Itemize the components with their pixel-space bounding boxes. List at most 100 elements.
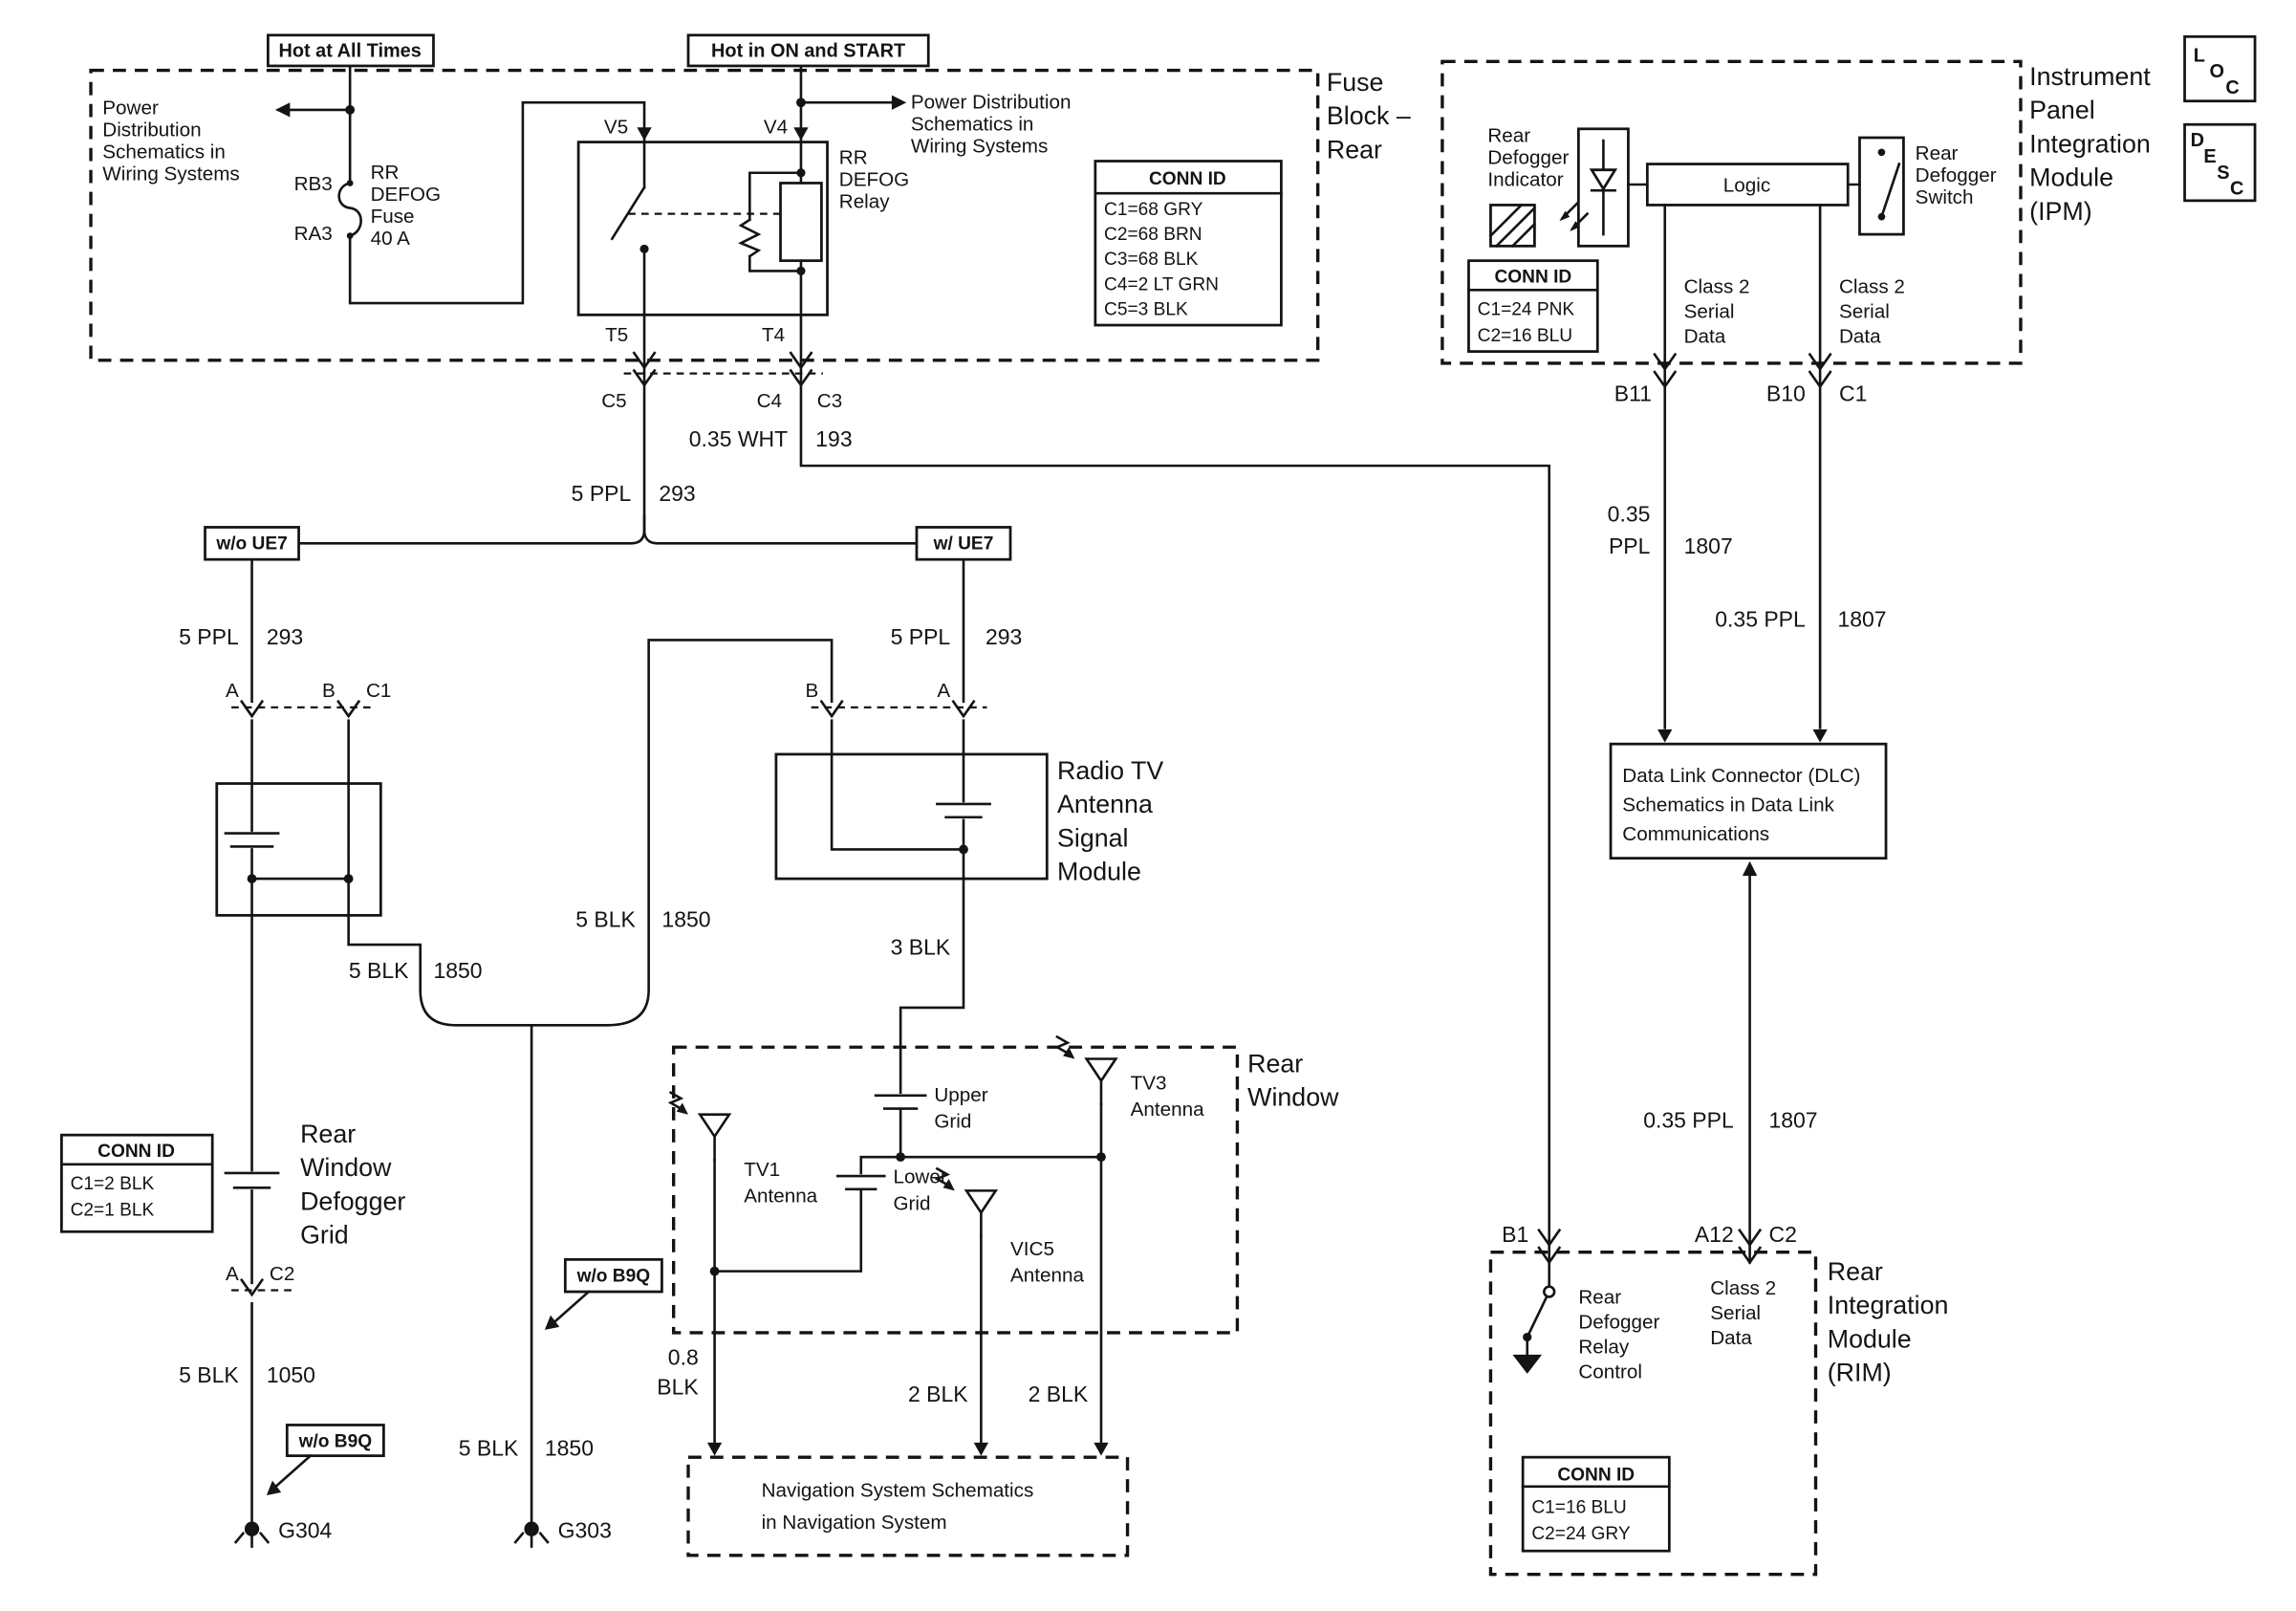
connector-c1: C1	[366, 680, 391, 702]
relay-internal-wires	[610, 141, 803, 316]
ipm-title-line: (IPM)	[2029, 197, 2092, 226]
power-dist-left-line: Distribution	[102, 119, 201, 141]
fuse-label-line: Fuse	[371, 206, 415, 228]
wire-circuit-1850: 1850	[661, 907, 710, 932]
serial-data-wires	[1602, 139, 1861, 1264]
power-dist-left-line: Power	[102, 97, 159, 119]
ipm-title-line: Panel	[2029, 96, 2095, 124]
wo-b9q-box-1	[285, 1424, 385, 1458]
wire-label-08: 0.8	[668, 1345, 699, 1370]
pin-b1: B1	[1502, 1222, 1528, 1247]
connector-c2: C2	[270, 1263, 294, 1285]
fuse-label-line: 40 A	[371, 228, 411, 250]
rim-title-line: Module	[1828, 1324, 1912, 1353]
class2-label-line: Data	[1710, 1327, 1752, 1349]
tv1-label-line: Antenna	[744, 1186, 817, 1208]
desc-letter: D	[2191, 130, 2204, 151]
pin-b10: B10	[1766, 381, 1806, 406]
terminal-t4: T4	[762, 324, 785, 346]
pin-a12: A12	[1695, 1222, 1734, 1247]
option-wo-ue7-label: w/o UE7	[215, 533, 287, 554]
relay-label-line: Relay	[839, 191, 890, 213]
callout-arrows	[266, 1290, 591, 1495]
wire-label-ppl: 5 PPL	[891, 624, 951, 649]
left-module-capacitor-symbol	[224, 832, 280, 848]
conn-id-header: CONN ID	[1557, 1466, 1635, 1486]
switch-label-line: Switch	[1916, 186, 1974, 208]
fuse-label-line: DEFOG	[371, 184, 441, 206]
wire-label-wht: 0.35 WHT	[689, 426, 788, 451]
class2-label-line: Serial	[1839, 300, 1890, 322]
text-labels: Hot at All Times Hot in ON and START Pow…	[71, 41, 2244, 1544]
conn-id-row: C4=2 LT GRN	[1104, 274, 1219, 294]
pin-c4: C4	[757, 390, 782, 412]
loc-letter: C	[2225, 77, 2239, 98]
relay-label-line: RR	[839, 147, 868, 169]
pin-a: A	[937, 680, 950, 702]
wire-label-ppl2: PPL	[1609, 533, 1651, 558]
switch-label-line: Rear	[1916, 142, 1959, 164]
wire-label-blk: 5 BLK	[179, 1362, 239, 1387]
conn-id-header: CONN ID	[1494, 268, 1571, 288]
wire-label-2blk: 2 BLK	[908, 1382, 968, 1406]
rim-title-line: Integration	[1828, 1291, 1949, 1319]
terminal-ra3: RA3	[294, 223, 333, 245]
pin-c1: C1	[1839, 381, 1867, 406]
ipm-logic-box	[1645, 163, 1850, 207]
loc-letter: O	[2210, 61, 2224, 82]
rear-window-title-line: Rear	[1247, 1049, 1303, 1078]
pin-b: B	[322, 680, 336, 702]
wire-circuit-1807: 1807	[1768, 1108, 1817, 1133]
wire-label-2blk: 2 BLK	[1029, 1382, 1089, 1406]
indicator-label-line: Indicator	[1487, 169, 1563, 191]
vic5-label-line: VIC5	[1010, 1238, 1054, 1260]
conn-table-frame	[60, 1133, 214, 1233]
dlc-text-line: Schematics in Data Link	[1622, 795, 1834, 816]
ipm-title-line: Instrument	[2029, 62, 2151, 91]
wire-circuit-1050: 1050	[267, 1362, 315, 1387]
wire-label-035ppl: 0.35 PPL	[1643, 1108, 1734, 1133]
ipm-title-line: Integration	[2029, 129, 2151, 158]
lower-grid-symbol	[835, 1174, 886, 1191]
class2-label-line: Class 2	[1710, 1277, 1776, 1299]
ipm-title-line: Module	[2029, 163, 2113, 192]
defogger-feed-wires	[297, 314, 1551, 1288]
relay-control-label-line: Rear	[1578, 1286, 1621, 1308]
fuse-block-title-line: Block –	[1327, 101, 1411, 130]
wo-b9q-box-2	[563, 1257, 663, 1294]
wire-circuit-293: 293	[267, 624, 303, 649]
conn-table-grid	[60, 1133, 214, 1233]
power-dist-left-line: Wiring Systems	[102, 163, 239, 185]
grid-connector-symbol	[224, 1171, 280, 1189]
desc-letter: S	[2217, 163, 2229, 184]
wire-circuit-1807: 1807	[1837, 607, 1886, 632]
loc-letter: L	[2194, 45, 2205, 66]
ipm-indicator-hatch	[1488, 203, 1537, 249]
hot-in-on-start-label: Hot in ON and START	[711, 41, 905, 62]
ground-g303-label: G303	[558, 1517, 612, 1542]
ipm-switch-symbol	[1877, 148, 1901, 221]
tv3-label-line: Antenna	[1131, 1099, 1204, 1121]
wire-label-035: 0.35	[1608, 501, 1651, 526]
wire-circuit-1850: 1850	[433, 958, 482, 983]
wire-circuit-193: 193	[815, 426, 852, 451]
conn-table-frame	[1467, 259, 1599, 354]
upper-grid-symbol	[874, 1094, 927, 1110]
option-box-wo-ue7	[204, 526, 300, 561]
class2-label-line: Data	[1839, 325, 1881, 347]
conn-id-row: C2=68 BRN	[1104, 225, 1202, 245]
wire-circuit-1850: 1850	[545, 1436, 594, 1461]
wire-label-3blk: 3 BLK	[891, 935, 951, 960]
module-outlines	[89, 59, 2023, 1577]
indicator-label-line: Rear	[1487, 125, 1530, 147]
rear-window-title-line: Window	[1247, 1083, 1339, 1112]
desc-letter: E	[2203, 146, 2216, 167]
fuse-label-line: RR	[371, 162, 400, 184]
option-wo-b9q-label: w/o B9Q	[298, 1431, 373, 1451]
conn-table-fuse-block	[1094, 160, 1283, 327]
hot-in-on-start-box	[686, 33, 930, 68]
upper-grid-label-line: Grid	[934, 1111, 971, 1133]
grid-title-line: Window	[300, 1153, 392, 1182]
option-w-ue7-label: w/ UE7	[933, 533, 994, 554]
